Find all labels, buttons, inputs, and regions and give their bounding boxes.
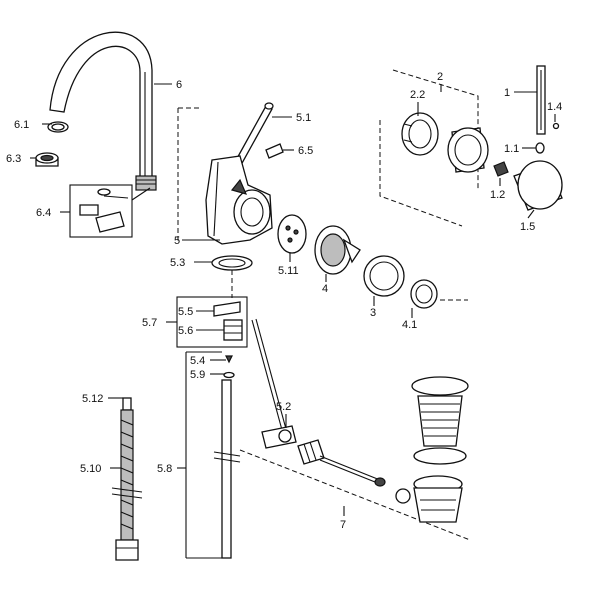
label-5-2: 5.2 — [276, 401, 291, 413]
label-1: 1 — [504, 87, 510, 99]
pop-up-plug — [411, 376, 469, 465]
label-1-4: 1.4 — [547, 101, 562, 113]
fixing-kit-box — [176, 296, 248, 348]
aerator-nut — [35, 152, 59, 167]
label-5-9: 5.9 — [190, 369, 205, 381]
small-screw — [552, 122, 560, 130]
label-5: 5 — [174, 235, 180, 247]
callout-labels: 6 6.1 6.3 6.4 5.1 6.5 5 5.3 5.11 4 3 4.1… — [6, 71, 562, 531]
drain-dash-box — [239, 449, 471, 541]
square-insert — [493, 161, 509, 177]
o-ring — [535, 142, 545, 154]
pivot-rod — [319, 455, 386, 487]
leader-lines — [30, 83, 556, 559]
label-1-1: 1.1 — [504, 143, 519, 155]
label-1-2: 1.2 — [490, 189, 505, 201]
label-5-10: 5.10 — [80, 463, 101, 475]
aerator-ring — [47, 121, 69, 133]
flex-hose — [111, 397, 143, 561]
small-washers — [223, 355, 235, 379]
label-6-1: 6.1 — [14, 119, 29, 131]
pop-up-lift-rod — [251, 318, 297, 449]
tie-rod — [213, 379, 241, 559]
label-1-5: 1.5 — [520, 221, 535, 233]
base-gasket — [211, 255, 253, 271]
label-5-6: 5.6 — [178, 325, 193, 337]
spout — [49, 31, 157, 191]
label-6-3: 6.3 — [6, 153, 21, 165]
set-screw — [265, 143, 284, 159]
label-5-12: 5.12 — [82, 393, 103, 405]
label-2-2: 2.2 — [410, 89, 425, 101]
handle-dash-box — [392, 69, 479, 190]
label-5-11: 5.11 — [278, 265, 299, 277]
label-5-7: 5.7 — [142, 317, 157, 329]
label-4: 4 — [322, 283, 328, 295]
ceramic-disc — [277, 214, 307, 254]
adapter-ring — [401, 112, 439, 156]
cartridge — [314, 225, 361, 275]
label-4-1: 4.1 — [402, 319, 417, 331]
label-6-4: 6.4 — [36, 207, 51, 219]
cover-sleeve — [447, 127, 489, 173]
label-5-8: 5.8 — [157, 463, 172, 475]
lever — [234, 102, 274, 166]
mixer-body — [205, 155, 273, 245]
drain-body — [395, 475, 463, 523]
handle-rod — [536, 65, 546, 135]
label-6: 6 — [176, 79, 182, 91]
label-5-4: 5.4 — [190, 355, 205, 367]
handle-knob — [513, 160, 563, 211]
label-7: 7 — [340, 519, 346, 531]
body-dash-box — [177, 108, 200, 241]
cartridge-sleeve — [363, 255, 405, 297]
clip-kit-box — [69, 184, 151, 238]
label-5-1: 5.1 — [296, 112, 311, 124]
label-3: 3 — [370, 307, 376, 319]
label-2: 2 — [437, 71, 443, 83]
retaining-ring — [410, 279, 438, 309]
label-5-3: 5.3 — [170, 257, 185, 269]
label-5-5: 5.5 — [178, 306, 193, 318]
label-6-5: 6.5 — [298, 145, 313, 157]
